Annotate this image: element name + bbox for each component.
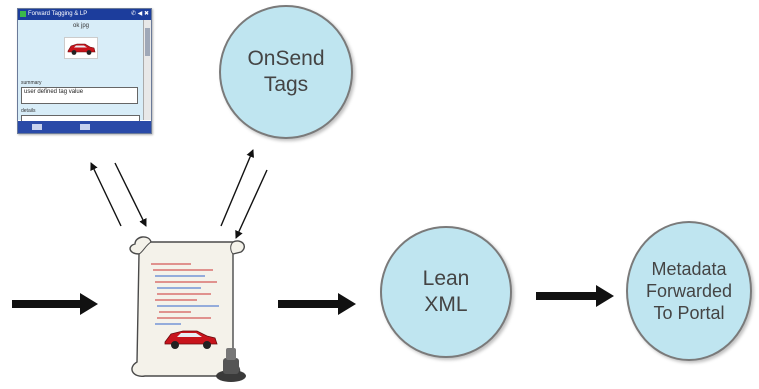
arrow-lean-to-metadata — [536, 285, 614, 307]
wax-seal-icon — [216, 348, 246, 382]
onsend-line1: OnSend — [247, 47, 325, 70]
arrow-doc-to-device — [90, 162, 122, 227]
metadata-line2: Forwarded — [645, 281, 733, 301]
onsend-tags-node: OnSend Tags — [219, 5, 353, 139]
thick-arrows — [12, 285, 614, 315]
arrow-onsend-to-doc — [235, 169, 268, 239]
device-file-name: ok jpg — [73, 23, 90, 29]
thin-arrows — [90, 149, 268, 239]
device-status-icons: ✆ ◀ ✖ — [130, 11, 149, 17]
xml-text-lines — [151, 263, 219, 325]
arrow-input — [12, 293, 98, 315]
keyboard-icon[interactable] — [80, 124, 90, 130]
device-screenshot: Forward Tagging & LP ✆ ◀ ✖ ok jpg summar… — [17, 8, 152, 134]
metadata-line3: To Portal — [653, 303, 725, 323]
arrow-doc-to-onsend — [220, 149, 254, 227]
details-label: details — [21, 108, 36, 114]
arrow-device-to-doc — [114, 162, 147, 227]
arrow-doc-to-lean — [278, 293, 356, 315]
device-scrollbar[interactable] — [143, 20, 151, 120]
device-form: ok jpg summary user defined tag value de… — [18, 20, 144, 123]
xml-scroll-document — [129, 236, 246, 382]
windows-start-icon — [20, 11, 26, 17]
metadata-forwarded-node: Metadata Forwarded To Portal — [626, 221, 752, 361]
device-title-bar: Forward Tagging & LP ✆ ◀ ✖ — [18, 9, 151, 20]
summary-label: summary — [21, 80, 42, 86]
summary-field[interactable]: user defined tag value — [21, 87, 138, 104]
device-soft-key-bar — [18, 121, 151, 133]
device-title: Forward Tagging & LP — [28, 11, 88, 17]
lean-line2: XML — [424, 293, 468, 316]
soft-key-left[interactable] — [32, 124, 42, 130]
lean-xml-node: Lean XML — [380, 226, 512, 358]
scrollbar-thumb[interactable] — [145, 28, 150, 56]
lean-line1: Lean — [422, 267, 470, 290]
car-icon — [67, 43, 96, 55]
car-icon — [164, 330, 218, 349]
car-thumbnail — [64, 37, 98, 59]
metadata-line1: Metadata — [651, 259, 727, 279]
onsend-line2: Tags — [263, 73, 309, 96]
